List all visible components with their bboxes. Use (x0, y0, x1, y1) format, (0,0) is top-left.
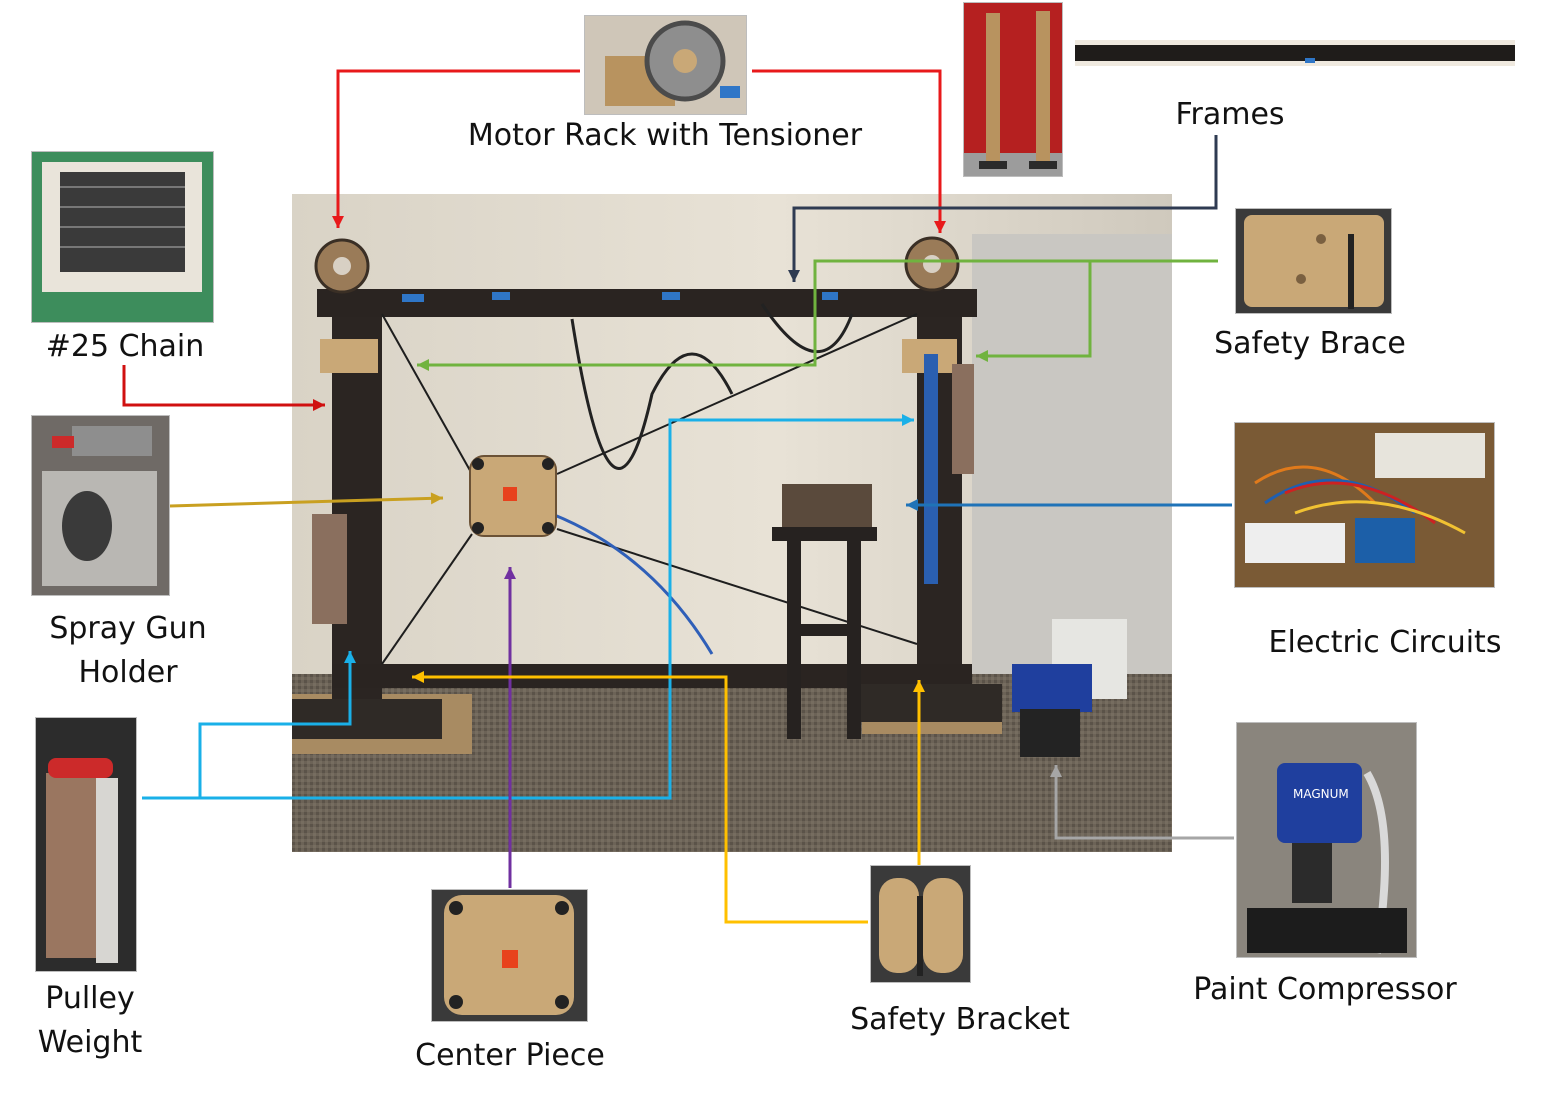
spray-gun-label-line2: Holder (78, 655, 178, 690)
paint-compressor-label: Paint Compressor (1193, 972, 1457, 1007)
electric-circuits-connector-arrowhead (906, 499, 918, 511)
safety-bracket-label: Safety Bracket (850, 1002, 1070, 1037)
safety-bracket-connector-left-arrowhead (412, 671, 424, 683)
safety-brace-connector-right (976, 261, 1092, 358)
pulley-label-line2: Weight (37, 1025, 143, 1060)
frames-vertical-illustration (964, 3, 1062, 176)
electric-circuits-photo (1234, 422, 1495, 588)
pulley-connector-main-arrowhead (902, 414, 914, 426)
frames-label: Frames (1175, 97, 1285, 132)
paint-compressor-photo: MAGNUM (1236, 722, 1417, 958)
motor-rack-photo (584, 15, 747, 115)
safety-bracket-photo (870, 865, 971, 983)
safety-bracket-connector-right-arrowhead (913, 680, 925, 692)
spray-gun-connector-arrowhead (430, 492, 443, 505)
chain-label: #25 Chain (45, 329, 205, 364)
center-piece-photo (431, 889, 588, 1022)
motor-rack-illustration (585, 16, 746, 114)
chain-connector-arrowhead (313, 399, 325, 411)
safety-brace-connector-right-arrowhead (976, 350, 988, 362)
spray-gun-holder-photo (31, 415, 170, 596)
safety-brace-photo (1235, 208, 1392, 314)
compressor-brand-text: MAGNUM (1293, 787, 1349, 801)
main-robot-photo (292, 194, 1172, 852)
frames-photo-beam (1075, 40, 1515, 66)
paint-compressor-connector-arrowhead (1050, 765, 1062, 777)
center-piece-label: Center Piece (415, 1038, 605, 1073)
pulley-connector-left (198, 651, 352, 798)
pulley-label-line1: Pulley (45, 981, 135, 1016)
electric-circuits-label: Electric Circuits (1268, 625, 1502, 660)
safety-brace-connector-left-arrowhead (417, 359, 429, 371)
frames-connector (792, 135, 1218, 282)
frames-connector-arrowhead (788, 270, 800, 282)
chain-illustration (32, 152, 213, 322)
paint-compressor-connector (1054, 765, 1234, 840)
chain-photo (31, 151, 214, 323)
safety-bracket-connector-left (412, 675, 868, 924)
paint-compressor-illustration: MAGNUM (1237, 723, 1416, 957)
motor-rack-connector-right-arrowhead (934, 221, 946, 233)
pulley-connector-main (142, 418, 914, 800)
spray-gun-holder-illustration (32, 416, 169, 595)
electric-circuits-illustration (1235, 423, 1494, 587)
safety-brace-label: Safety Brace (1214, 326, 1406, 361)
safety-brace-illustration (1236, 209, 1391, 313)
motor-rack-connector-left (336, 69, 580, 228)
motor-rack-connector-right (752, 69, 942, 233)
center-piece-connector-arrowhead (504, 567, 516, 579)
center-piece-illustration (432, 890, 587, 1021)
pulley-connector-left-arrowhead (344, 651, 356, 663)
pulley-weight-photo (35, 717, 137, 972)
motor-rack-connector-left-arrowhead (332, 216, 344, 228)
pulley-weight-illustration (36, 718, 136, 971)
frames-photo-vertical (963, 2, 1063, 177)
safety-bracket-illustration (871, 866, 970, 982)
frames-beam-illustration (1075, 40, 1515, 66)
safety-brace-connector-left (417, 259, 1218, 367)
chain-connector (122, 365, 325, 407)
spray-gun-connector (169, 496, 444, 508)
spray-gun-label-line1: Spray Gun (49, 611, 207, 646)
main-robot-illustration (292, 194, 1172, 852)
motor-rack-label: Motor Rack with Tensioner (467, 118, 863, 153)
